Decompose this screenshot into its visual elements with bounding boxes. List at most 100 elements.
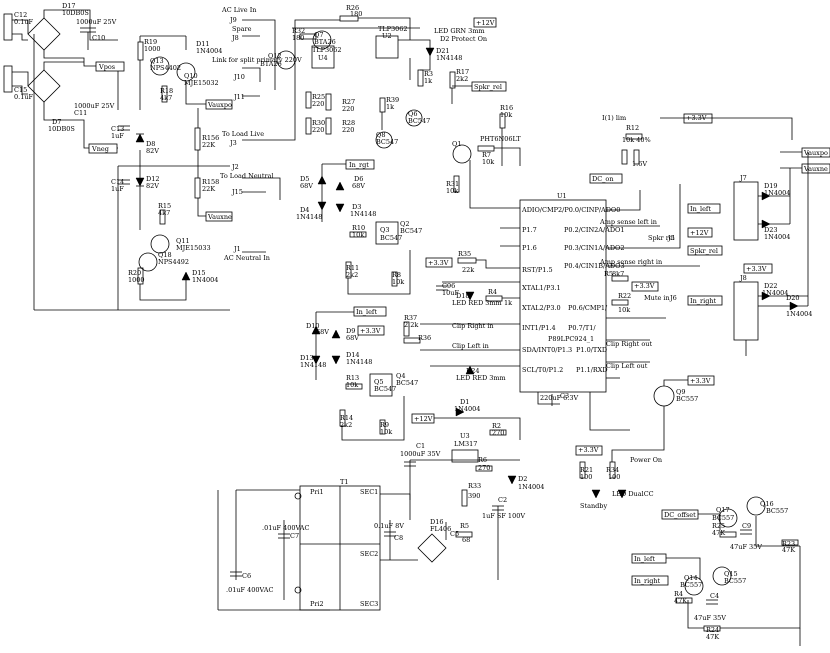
- label-q8: Q8: [376, 131, 385, 139]
- label-d11: D11: [196, 40, 209, 48]
- transistor-q13: [150, 56, 170, 76]
- label-r24-value: 47K: [706, 633, 719, 641]
- label-d16-value: FL406: [430, 525, 451, 533]
- note-led-red-d18: LED RED 3mm: [452, 299, 502, 307]
- label-r5b: R5: [460, 522, 469, 530]
- transistor-q11: [150, 234, 170, 254]
- pin-xtal1: XTAL1/P3.1: [522, 284, 561, 292]
- label-u3: U3: [460, 432, 470, 440]
- label-c7-value: .01uF 400VAC: [262, 524, 309, 532]
- mcu-section: PHT6N06LT Q1 R7 10k R31 10k U1 P89LPC924…: [425, 114, 715, 510]
- label-t1-sec1: SEC1: [360, 488, 378, 496]
- led-protect: [425, 47, 435, 57]
- label-r21: R21: [580, 466, 593, 474]
- label-t1: T1: [340, 478, 348, 486]
- tag-spkr-rel-r: [687, 245, 723, 256]
- triac-q12: [276, 50, 296, 70]
- label-d2b: D2: [518, 475, 527, 483]
- opto-u4: [311, 45, 335, 69]
- note-link-split: Link for split primary 220V: [212, 56, 302, 64]
- label-d10: D10: [306, 322, 319, 330]
- bottom-supply-section: +12V D1 1N4004 R2 270 C1 1000uF 35V U3 L…: [226, 398, 544, 611]
- tag-plus12v-r: [687, 227, 713, 238]
- label-q5-value: BC547: [374, 385, 396, 393]
- label-r20-value: 1000: [128, 276, 145, 284]
- label-c8: C8: [394, 534, 403, 542]
- label-r28-value: 220: [342, 126, 354, 134]
- label-r37-value: 2.2k: [404, 321, 418, 329]
- label-q3: Q3: [380, 226, 389, 234]
- label-r-a-value: 1k: [504, 299, 512, 307]
- label-r25b: R25: [712, 522, 725, 530]
- label-d19-value: 1N4004: [764, 189, 790, 197]
- label-plus12v-r: +12V: [690, 229, 709, 237]
- label-r23: R23: [782, 540, 795, 548]
- label-q18: Q18: [158, 251, 172, 259]
- diode-d4: [317, 201, 327, 211]
- detector-section: In_rgt D5 68V D6 68V D4 1N4148 D3 1N4148…: [296, 159, 520, 441]
- note-clip-left-out: Clip Left out: [606, 362, 648, 370]
- label-r9-value: 10k: [380, 428, 392, 436]
- label-d1: D1: [460, 398, 469, 406]
- label-q17-value: BC557: [712, 514, 734, 522]
- diode-d1: [455, 407, 465, 417]
- label-r5b-value: 68: [462, 536, 470, 544]
- label-in-rgt: In_rgt: [349, 161, 369, 169]
- label-c6-value: .01uF 400VAC: [226, 586, 273, 594]
- label-r4-value: 47K: [674, 597, 687, 605]
- connector-j7: [733, 181, 759, 241]
- transistor-q14: [684, 576, 704, 596]
- label-r-a: R4: [488, 288, 497, 296]
- label-d17-value: 10DB0S: [62, 9, 89, 17]
- tag-plus12v-b: [411, 413, 435, 424]
- label-q17: Q17: [716, 506, 730, 514]
- pin-p17: P1.7: [522, 226, 537, 234]
- transistor-pair-q5-q4: [369, 373, 393, 397]
- note-led-red-d24: LED RED 3mm: [456, 374, 506, 382]
- label-r10: R10: [352, 224, 365, 232]
- note-spare: Spare: [232, 25, 252, 33]
- label-r33-value: 390: [468, 492, 480, 500]
- label-r39: R39: [386, 96, 399, 104]
- pin-rst: RST/P1.5: [522, 266, 553, 274]
- label-r33: R33: [468, 482, 481, 490]
- diode-d3: [335, 203, 345, 213]
- label-led-dual: LED DualCC: [612, 490, 654, 498]
- led-d24: [465, 365, 475, 375]
- tag-vauxne-left: [205, 211, 233, 222]
- label-r17-value: 2k2: [456, 75, 468, 83]
- label-d22-value: 1N4004: [762, 289, 788, 297]
- label-d3: D3: [352, 203, 361, 211]
- tag-vauxne-right: [801, 163, 830, 174]
- label-c15-value: 0.1uF: [14, 93, 34, 101]
- label-q9: Q9: [676, 388, 685, 396]
- label-c2: C2: [498, 496, 507, 504]
- tag-in-left-r: [687, 203, 721, 214]
- label-c14-value: 1uF: [111, 185, 124, 193]
- label-j6: J6: [669, 294, 677, 302]
- label-d23-value: 1N4004: [764, 233, 790, 241]
- note-amp-sense-right: Amp sense right in: [599, 258, 662, 266]
- tag-in-left-b: [631, 553, 667, 564]
- label-r28: R28: [342, 119, 355, 127]
- label-r18-value: 4k7: [160, 94, 172, 102]
- label-q15-value: BC557: [724, 577, 746, 585]
- label-q14: Q14: [684, 574, 698, 582]
- label-t1-sec3: SEC3: [360, 600, 378, 608]
- label-j9: J9: [229, 16, 237, 24]
- label-u1-part: P89LPC924_1: [548, 335, 594, 343]
- label-j8: J8: [231, 34, 239, 42]
- label-d2b-value: 1N4004: [518, 483, 544, 491]
- label-vpos: Vpos: [98, 63, 115, 71]
- label-plus3v3-a: +3.3V: [360, 327, 381, 335]
- label-r5-value: 8k7: [612, 270, 624, 278]
- label-d5-value: 68V: [300, 182, 313, 190]
- label-r34-value: 100: [608, 473, 620, 481]
- label-d14: D14: [346, 351, 359, 359]
- zener-d5: [317, 175, 327, 185]
- label-j11: J11: [233, 93, 245, 101]
- label-r35: R35: [458, 250, 471, 258]
- label-c12: C12: [14, 11, 27, 19]
- note-to-load-neutral: To Load Neutral: [220, 172, 274, 180]
